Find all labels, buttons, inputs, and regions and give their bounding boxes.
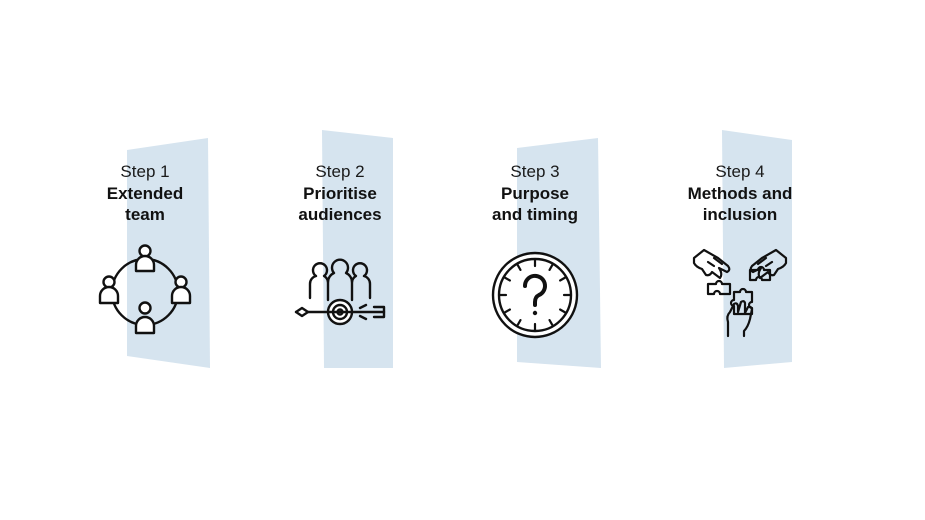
team-circle-icon — [95, 240, 195, 340]
step-1-label: Step 1 — [120, 162, 170, 181]
step-4: Step 4 Methods and inclusion — [640, 0, 840, 520]
step-3-title-line1: Purpose — [500, 184, 570, 203]
step-3: Step 3 Purpose and timing — [435, 0, 635, 520]
question-clock-icon — [485, 240, 585, 340]
step-2-text: Step 2 Prioritise audiences — [240, 161, 440, 225]
step-3-title-line2: and timing — [492, 205, 578, 224]
step-3-label: Step 3 — [510, 162, 560, 181]
step-4-text: Step 4 Methods and inclusion — [640, 161, 840, 225]
step-1: Step 1 Extended team — [45, 0, 245, 520]
target-audience-icon — [290, 240, 390, 340]
step-3-text: Step 3 Purpose and timing — [435, 161, 635, 225]
step-2-title-line2: audiences — [298, 205, 382, 224]
step-1-text: Step 1 Extended team — [45, 161, 245, 225]
step-2: Step 2 Prioritise audiences — [240, 0, 440, 520]
step-2-label: Step 2 — [315, 162, 365, 181]
step-1-title-line1: Extended — [106, 184, 184, 203]
step-2-title-line1: Prioritise — [303, 184, 377, 203]
step-4-label: Step 4 — [715, 162, 765, 181]
step-4-title-line2: inclusion — [702, 205, 778, 224]
step-4-title-line1: Methods and — [687, 184, 793, 203]
hands-puzzle-icon — [690, 240, 790, 340]
step-1-title-line2: team — [125, 205, 165, 224]
